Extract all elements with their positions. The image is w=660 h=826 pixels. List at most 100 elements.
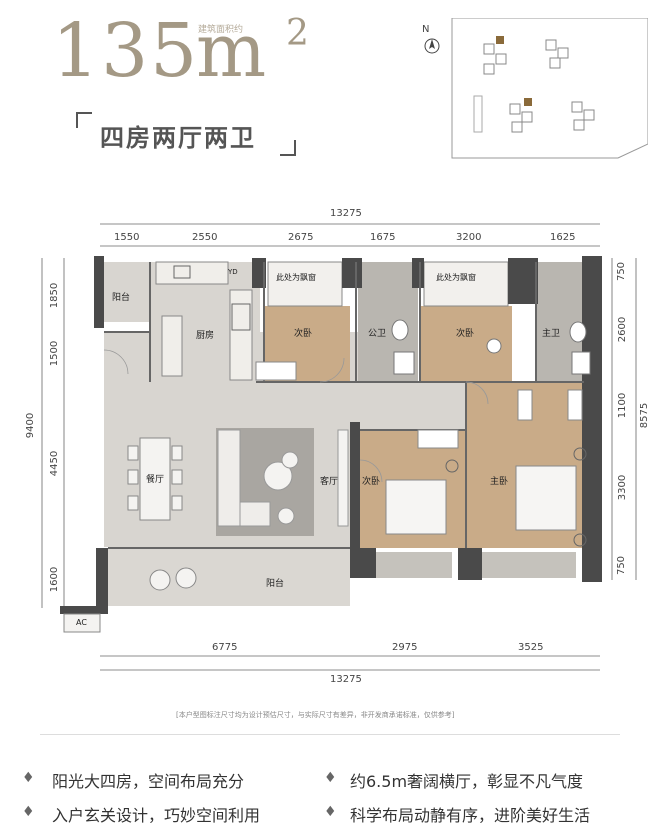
label-bedroom-1: 次卧 bbox=[294, 329, 313, 339]
dining-table bbox=[139, 437, 171, 521]
floor-plan bbox=[41, 223, 637, 671]
nightstand-icon bbox=[445, 459, 459, 473]
basin-icon bbox=[393, 351, 415, 375]
side-table bbox=[277, 507, 295, 525]
dim-right-1: 750 bbox=[616, 261, 628, 282]
kitchen-counter-top bbox=[155, 261, 229, 285]
label-yd: YD bbox=[228, 268, 238, 276]
site-highlight-2 bbox=[524, 98, 532, 106]
unit-type-title: 四房两厅两卫 bbox=[100, 124, 256, 152]
divider bbox=[40, 734, 620, 735]
label-bay-window-1: 此处为飘窗 bbox=[276, 273, 316, 282]
label-kitchen: 厨房 bbox=[196, 331, 215, 341]
dim-bottom-2: 2975 bbox=[392, 642, 418, 653]
site-tower-4 bbox=[571, 101, 595, 131]
feature-4: 科学布局动静有序，进阶美好生活 bbox=[350, 806, 591, 825]
label-master-bath: 主卫 bbox=[542, 329, 561, 339]
sofa bbox=[217, 429, 241, 527]
dim-bottom-1: 6775 bbox=[212, 642, 238, 653]
label-bedroom-2: 次卧 bbox=[456, 329, 475, 339]
dim-top-5: 3200 bbox=[456, 232, 482, 243]
wardrobe bbox=[567, 389, 583, 421]
dim-top-6: 1625 bbox=[550, 232, 576, 243]
label-dining: 餐厅 bbox=[146, 475, 165, 485]
area-note: 建筑面积约 bbox=[198, 25, 244, 35]
site-plan: N bbox=[422, 18, 648, 159]
wardrobe bbox=[517, 389, 533, 421]
disclaimer: [本户型图标注尺寸均为设计预估尺寸，与实际尺寸有差异，非开发商承诺标准，仅供参考… bbox=[176, 711, 455, 719]
bullet-icon: ♦ bbox=[22, 804, 35, 820]
balcony-floor bbox=[106, 548, 350, 606]
label-bay-window-2: 此处为飘窗 bbox=[436, 273, 476, 282]
area-unit: m bbox=[196, 8, 267, 94]
dim-right-4: 3300 bbox=[617, 474, 629, 501]
dim-left-2: 1500 bbox=[49, 340, 61, 367]
dim-right-5: 750 bbox=[616, 555, 628, 576]
dim-left-total: 9400 bbox=[25, 412, 37, 439]
feature-2: 约6.5m奢阔横厅，彰显不凡气度 bbox=[350, 772, 584, 791]
dim-left-4: 1600 bbox=[49, 566, 61, 593]
label-ac: AC bbox=[76, 618, 87, 627]
dim-left-1: 1850 bbox=[49, 282, 61, 309]
dim-top-total: 13275 bbox=[330, 208, 362, 219]
dining-chairs bbox=[127, 445, 183, 511]
kitchen-counter-side bbox=[229, 289, 253, 381]
nightstand-icon bbox=[573, 447, 587, 461]
dim-bottom-3: 3525 bbox=[518, 642, 544, 653]
label-living: 客厅 bbox=[320, 477, 339, 487]
partition-walls bbox=[104, 262, 584, 549]
toilet-icon bbox=[569, 321, 587, 343]
dim-bottom-total: 13275 bbox=[330, 674, 362, 685]
dim-top-4: 1675 bbox=[370, 232, 396, 243]
site-tower-3 bbox=[509, 103, 533, 133]
bullet-icon: ♦ bbox=[324, 804, 337, 820]
fridge bbox=[161, 315, 183, 377]
balcony-chair bbox=[175, 567, 197, 589]
door-swings bbox=[103, 349, 489, 483]
dim-top-1: 1550 bbox=[114, 232, 140, 243]
site-tower-2 bbox=[545, 39, 569, 69]
sink-icon bbox=[173, 265, 191, 279]
area-number: 135 bbox=[52, 8, 200, 94]
feature-1: 阳光大四房，空间布局充分 bbox=[52, 772, 245, 791]
label-balcony-large: 阳台 bbox=[266, 579, 285, 589]
label-balcony-small: 阳台 bbox=[112, 293, 131, 303]
bullet-icon: ♦ bbox=[324, 770, 337, 786]
label-master-bedroom: 主卧 bbox=[490, 477, 509, 487]
bay-window-1 bbox=[267, 261, 343, 307]
dimension-lines bbox=[41, 223, 637, 671]
dim-right-total: 8575 bbox=[639, 402, 651, 429]
tv-cabinet bbox=[337, 429, 349, 527]
wardrobe bbox=[255, 361, 297, 381]
site-outline bbox=[451, 18, 648, 159]
dim-right-3: 1100 bbox=[617, 392, 629, 419]
walls bbox=[60, 256, 602, 614]
small-balcony-floor bbox=[104, 262, 154, 322]
dim-left-3: 4450 bbox=[49, 450, 61, 477]
master-bay bbox=[480, 552, 576, 578]
nightstand-icon bbox=[573, 533, 587, 547]
wardrobe bbox=[417, 429, 459, 449]
sofa-chaise bbox=[239, 501, 271, 527]
site-highlight-1 bbox=[496, 36, 504, 44]
chair-icon bbox=[486, 338, 502, 354]
bedroom-3-bay bbox=[372, 552, 452, 578]
bracket-bottom-right bbox=[280, 140, 296, 156]
hall-floor bbox=[360, 382, 470, 430]
basin-icon bbox=[571, 351, 591, 375]
dim-top-2: 2550 bbox=[192, 232, 218, 243]
coffee-table-large bbox=[263, 461, 293, 491]
site-building bbox=[473, 95, 483, 133]
compass-arrow-icon bbox=[429, 39, 435, 49]
label-bedroom-3: 次卧 bbox=[362, 477, 381, 487]
toilet-icon bbox=[391, 319, 409, 341]
feature-3: 入户玄关设计，巧妙空间利用 bbox=[52, 806, 261, 825]
dim-right-2: 2600 bbox=[617, 316, 629, 343]
area-superscript: 2 bbox=[286, 13, 309, 54]
label-public-bath: 公卫 bbox=[368, 329, 387, 339]
compass-north: N bbox=[422, 24, 429, 35]
bracket-top-left bbox=[76, 112, 92, 128]
bay-window-2 bbox=[423, 261, 509, 307]
balcony-chair bbox=[149, 569, 171, 591]
bullet-icon: ♦ bbox=[22, 770, 35, 786]
